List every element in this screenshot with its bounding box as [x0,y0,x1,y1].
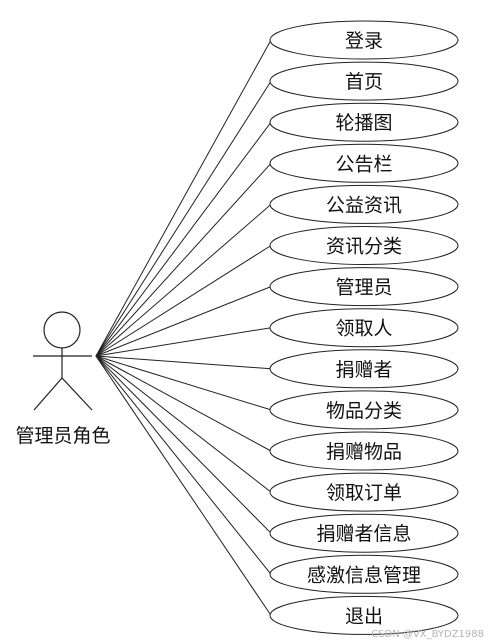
use-case-ellipse [269,308,459,348]
watermark: CSDN @VX_BYDZ1988 [371,629,484,640]
use-case-label: 资讯分类 [326,236,402,258]
use-case-ellipse [269,184,459,224]
use-case: 登录 [269,20,459,60]
use-case: 感激信息管理 [269,554,459,594]
use-case-label: 捐赠者信息 [316,523,411,545]
association-lines [95,39,272,616]
use-case-ellipse [269,595,459,635]
use-case: 捐赠者信息 [269,513,459,553]
use-case: 管理员 [269,267,459,307]
association-line [95,355,272,575]
use-case-label: 物品分类 [326,400,402,422]
use-case-label: 管理员 [335,277,392,299]
use-case-label: 捐赠物品 [326,441,402,463]
use-case-ellipse [269,472,459,512]
association-line [95,355,272,411]
association-line [95,355,272,493]
stick-figure-actor-icon [33,311,93,411]
association-line [95,355,272,534]
use-case: 退出 [269,595,459,635]
use-case-ellipse [269,349,459,389]
use-case-label: 退出 [345,605,383,627]
association-line [95,327,272,357]
association-line [95,355,272,616]
use-case-ellipse [269,431,459,471]
use-case-label: 登录 [345,30,383,52]
association-line [95,204,272,357]
association-line [95,39,272,357]
use-case-label: 公益资讯 [326,194,402,216]
use-case-label: 领取订单 [326,482,402,504]
use-case-label: 感激信息管理 [307,564,421,586]
association-line [95,162,272,357]
use-case: 捐赠者 [269,349,459,389]
use-case: 物品分类 [269,390,459,430]
use-case-ellipse [269,20,459,60]
use-case-ellipse [269,554,459,594]
use-case-ellipse [269,267,459,307]
use-case-label: 公告栏 [335,153,392,175]
use-case: 首页 [269,61,459,101]
association-line [95,121,272,357]
use-case-ellipse [269,143,459,183]
use-case: 领取订单 [269,472,459,512]
association-line [95,80,272,357]
use-case: 领取人 [269,308,459,348]
use-case-label: 领取人 [335,318,392,340]
use-case: 资讯分类 [269,226,459,265]
use-case-ellipse [269,226,459,265]
use-case-ellipse [269,61,459,101]
use-case: 捐赠物品 [269,431,459,471]
use-case-group: 登录首页轮播图公告栏公益资讯资讯分类管理员领取人捐赠者物品分类捐赠物品领取订单捐… [269,20,459,635]
association-line [95,355,272,452]
association-line [95,286,272,357]
use-case: 公益资讯 [269,184,459,224]
use-case-label: 轮播图 [335,112,392,134]
use-case: 轮播图 [269,102,459,142]
association-line [95,245,272,357]
use-case-label: 捐赠者 [335,359,392,381]
actor: 管理员角色 [15,311,111,447]
actor-label: 管理员角色 [15,425,110,447]
use-case-ellipse [269,390,459,430]
association-line [95,355,272,370]
use-case-label: 首页 [345,71,383,93]
use-case: 公告栏 [269,143,459,183]
use-case-ellipse [269,513,459,553]
use-case-ellipse [269,102,459,142]
